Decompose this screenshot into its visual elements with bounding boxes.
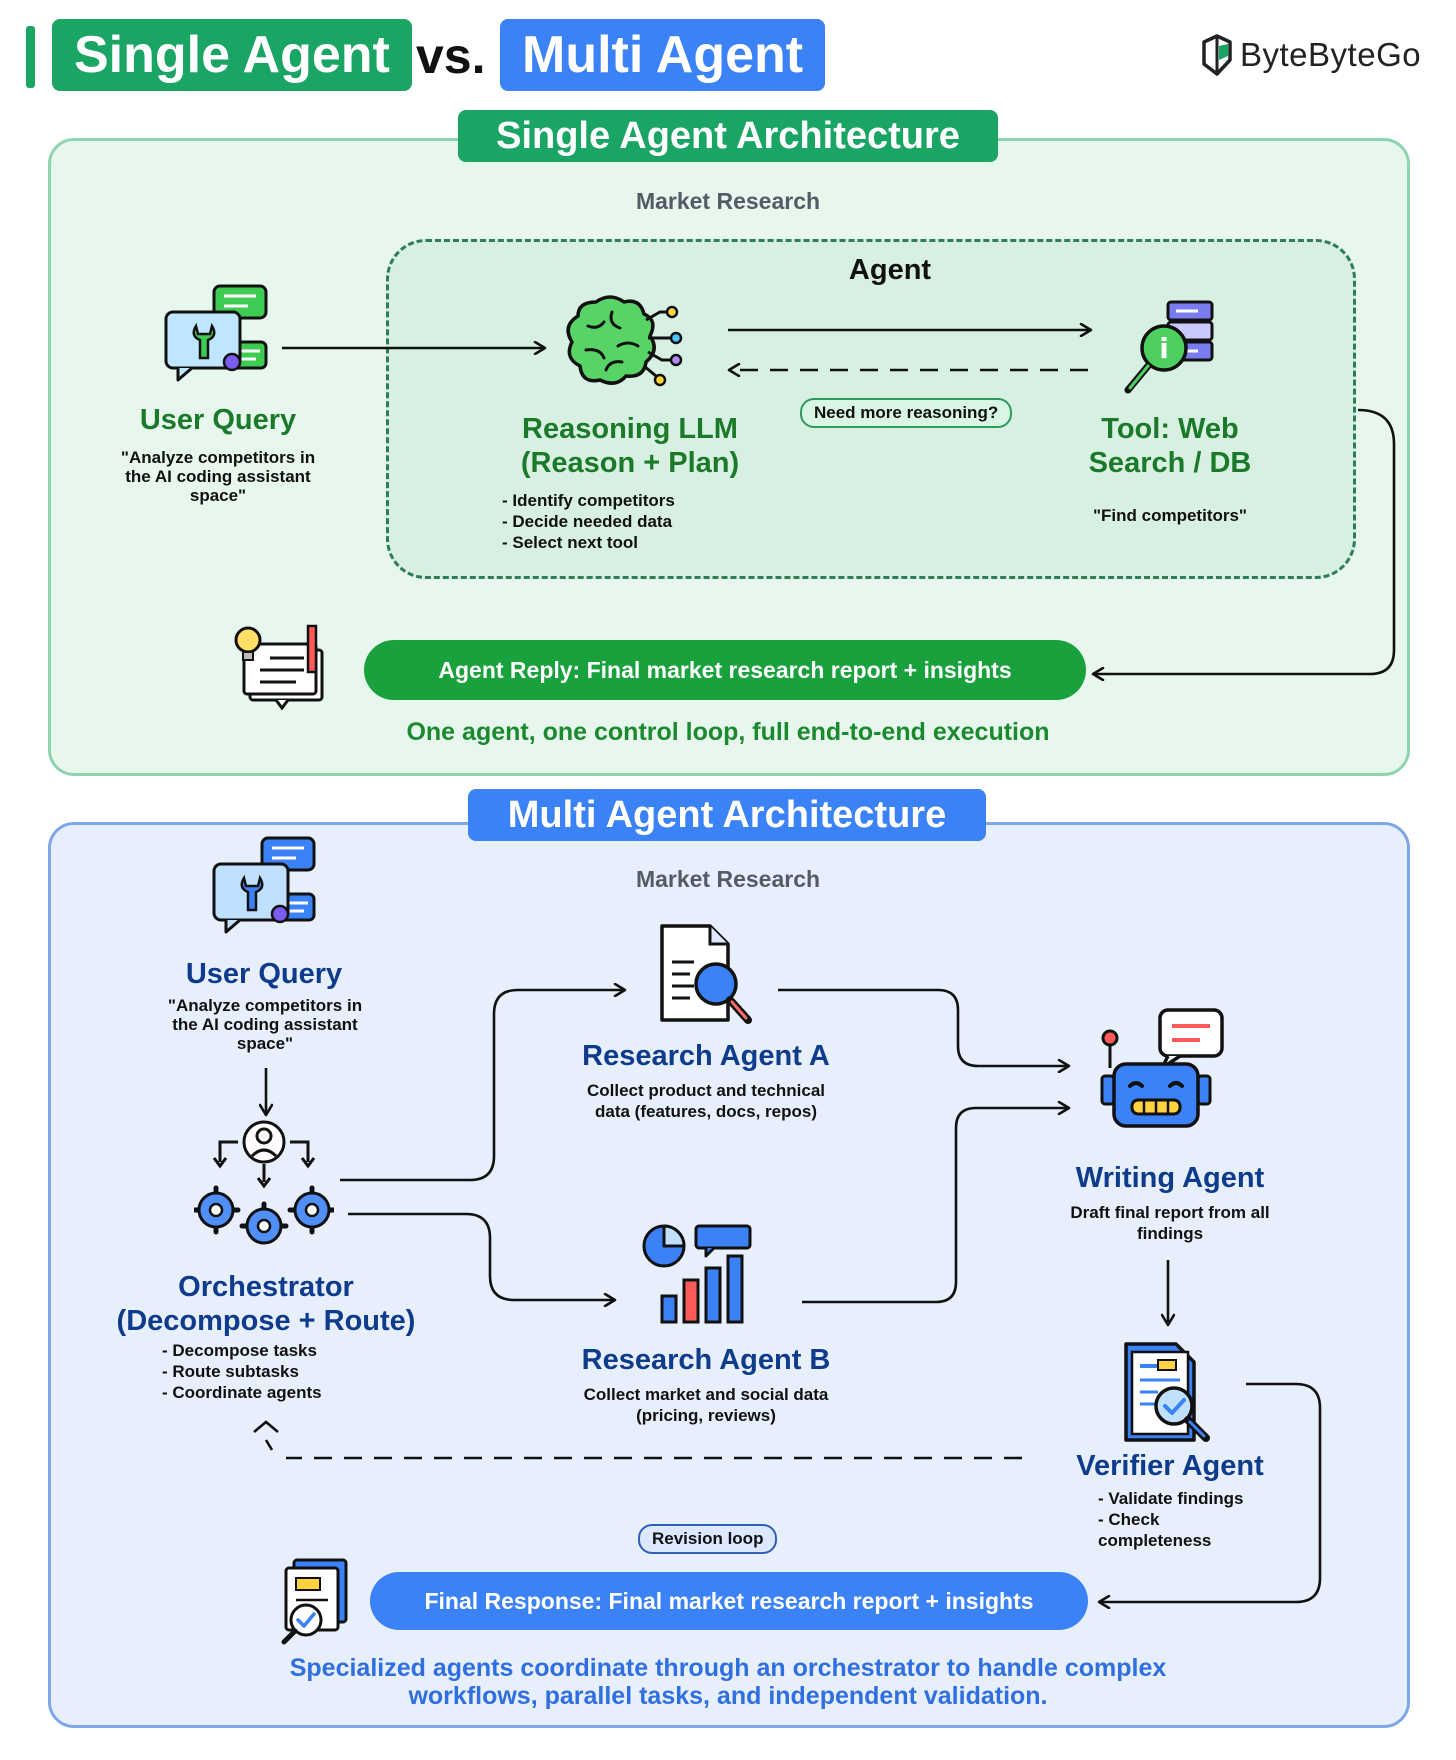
tool-title-line2: Search / DB [1088, 447, 1252, 479]
arrow-orchestrator-to-research-a [340, 990, 624, 1182]
writing-agent-text: Draft final report from all findings [1070, 1203, 1270, 1243]
need-more-reasoning-tag: Need more reasoning? [800, 398, 1013, 428]
brand: ByteByteGo [1200, 32, 1430, 80]
orchestrator-bullet: - Decompose tasks [162, 1341, 317, 1360]
reasoning-llm-bullets: - Identify competitors - Decide needed d… [502, 490, 762, 553]
research-agent-b-text: Collect market and social data (pricing,… [583, 1385, 829, 1425]
tool-text: "Find competitors" [1092, 506, 1247, 525]
reasoning-llm-bullet: - Decide needed data [502, 512, 673, 531]
writing-agent-title: Writing Agent [1075, 1162, 1265, 1194]
org-gears-icon [194, 1120, 334, 1245]
document-search-icon [660, 924, 752, 1024]
chat-wrench-icon [164, 284, 268, 382]
multi-footer-line2: workflows, parallel tasks, and independe… [408, 1682, 1048, 1710]
reasoning-llm-title-line1: Reasoning LLM [522, 413, 738, 445]
single-architecture-badge: Single Agent Architecture [458, 110, 998, 162]
reasoning-llm-title-line2: (Reason + Plan) [520, 447, 740, 479]
agent-reply-button: Agent Reply: Final market research repor… [364, 640, 1086, 700]
arrow-revision-loop-up [253, 1420, 279, 1451]
arrow-verifier-to-final [1100, 1382, 1322, 1602]
multi-user-query-text: "Analyze competitors in the AI coding as… [167, 996, 363, 1053]
reasoning-llm-title: Reasoning LLM (Reason + Plan) [470, 412, 790, 480]
orchestrator-bullet: - Route subtasks [162, 1362, 299, 1381]
verifier-agent-title: Verifier Agent [1076, 1450, 1264, 1482]
search-database-icon: i [1124, 300, 1214, 394]
tool-title-line1: Tool: Web [1101, 413, 1239, 445]
final-response-button: Final Response: Final market research re… [370, 1572, 1088, 1630]
verifier-bullet: - Check [1098, 1510, 1160, 1529]
arrow-research-b-to-writing [802, 1108, 1068, 1304]
title-multi-agent: Multi Agent [500, 19, 826, 91]
idea-notepad-icon [234, 624, 324, 711]
header-accent-bar [26, 26, 35, 88]
multi-context-label: Market Research [635, 866, 821, 892]
orchestrator-title-line2: (Decompose + Route) [116, 1305, 416, 1337]
arrow-orchestrator-to-research-b [348, 1212, 614, 1300]
multi-user-query-title: User Query [185, 958, 343, 990]
arrow-tool-to-reply [1094, 408, 1396, 674]
agent-label: Agent [848, 254, 932, 286]
document-check-icon [1124, 1342, 1210, 1442]
file-check-icon [281, 1558, 348, 1645]
verifier-bullets: - Validate findings - Check completeness [1098, 1488, 1298, 1551]
logo-icon [1202, 34, 1232, 76]
brain-circuit-icon [566, 295, 683, 387]
brand-name: ByteByteGo [1240, 36, 1422, 73]
multi-footer: Specialized agents coordinate through an… [178, 1654, 1278, 1710]
title-single-agent: Single Agent [52, 19, 412, 91]
tool-title: Tool: Web Search / DB [1040, 412, 1300, 480]
svg-text:i: i [1159, 332, 1169, 365]
orchestrator-bullet: - Coordinate agents [162, 1383, 322, 1402]
multi-architecture-badge: Multi Agent Architecture [468, 789, 986, 841]
single-context-label: Market Research [635, 188, 821, 214]
single-footer: One agent, one control loop, full end-to… [406, 718, 1050, 746]
orchestrator-title: Orchestrator (Decompose + Route) [96, 1270, 436, 1338]
orchestrator-bullets: - Decompose tasks - Route subtasks - Coo… [162, 1340, 402, 1403]
research-agent-a-title: Research Agent A [582, 1040, 830, 1072]
research-agent-b-title: Research Agent B [581, 1344, 831, 1376]
chart-icon [642, 1224, 752, 1324]
title-vs: vs. [416, 28, 486, 84]
revision-loop-tag: Revision loop [638, 1524, 778, 1554]
reasoning-llm-bullet: - Select next tool [502, 533, 639, 552]
verifier-bullet: - Validate findings [1098, 1489, 1244, 1508]
single-user-query-text: "Analyze competitors in the AI coding as… [120, 448, 316, 505]
robot-chat-icon [1100, 1008, 1224, 1128]
research-agent-a-text: Collect product and technical data (feat… [586, 1081, 826, 1121]
orchestrator-title-line1: Orchestrator [178, 1271, 354, 1303]
arrow-research-a-to-writing [778, 988, 1068, 1066]
chat-wrench-icon [212, 836, 316, 934]
multi-footer-line1: Specialized agents coordinate through an… [289, 1654, 1167, 1682]
reasoning-llm-bullet: - Identify competitors [502, 491, 675, 510]
verifier-bullet: completeness [1098, 1531, 1212, 1550]
single-user-query-title: User Query [139, 404, 297, 436]
